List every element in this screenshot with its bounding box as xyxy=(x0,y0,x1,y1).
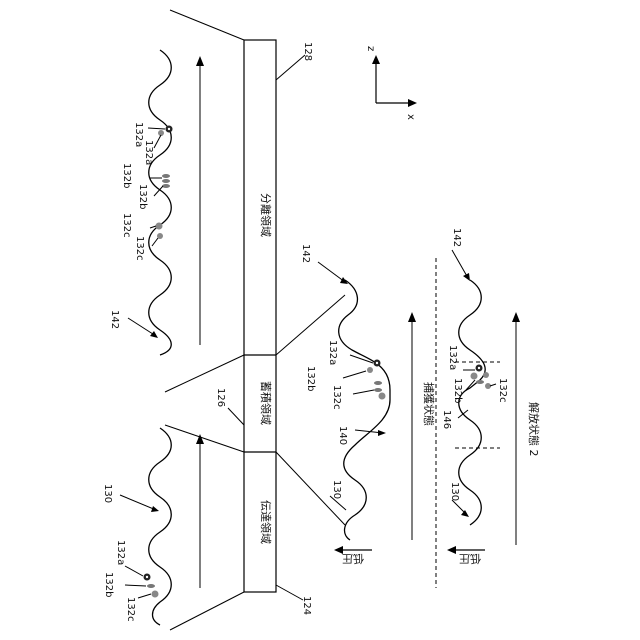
axis-z-label: z xyxy=(365,46,376,51)
label-130-right: 130 xyxy=(449,482,460,501)
label-128: 128 xyxy=(302,42,313,61)
flow-arrow-release xyxy=(512,312,520,545)
label-132a-mid: 132a xyxy=(327,340,338,365)
label-132a-right: 132a xyxy=(447,345,458,370)
label-132c-top: 132c xyxy=(121,213,132,238)
label-132c-right: 132c xyxy=(497,378,508,403)
label-132c-left: 132c xyxy=(125,597,136,622)
axis-x-label: x xyxy=(405,114,416,120)
label-132c-top2: 132c xyxy=(134,236,145,261)
particle-132c-mid xyxy=(379,393,386,400)
label-142-top: 142 xyxy=(109,310,120,329)
wave-separation xyxy=(149,50,172,355)
particle-132c xyxy=(156,223,163,230)
pressure-label-right: 低圧 xyxy=(459,552,481,565)
particle-132c-left xyxy=(152,591,159,598)
particle-132b-right xyxy=(476,380,484,384)
accumulation-region-label: 蓄積領域 xyxy=(259,381,273,425)
wave-capture xyxy=(339,280,390,540)
particle-132b xyxy=(162,174,170,178)
label-132a-top2: 132a xyxy=(143,140,154,165)
flow-arrow-separation xyxy=(196,56,204,345)
label-132b-top: 132b xyxy=(121,163,132,188)
flow-arrow-transport xyxy=(196,434,204,588)
label-124: 124 xyxy=(301,596,312,615)
label-132b-top2: 132b xyxy=(137,184,148,209)
transport-region-label: 伝達領域 xyxy=(259,500,273,544)
label-126: 126 xyxy=(215,388,226,407)
projection-lines xyxy=(165,10,345,630)
label-140: 140 xyxy=(337,426,348,445)
label-146: 146 xyxy=(441,410,452,429)
label-132a-top: 132a xyxy=(133,122,144,147)
release-state-label: 解放状態 2 xyxy=(527,402,541,457)
label-142-right: 142 xyxy=(451,228,462,247)
particle-132b-left xyxy=(147,584,155,588)
label-132b-right: 132b xyxy=(452,378,463,403)
capture-state-label: 捕獲状態 xyxy=(422,382,436,426)
label-132a-left: 132a xyxy=(115,540,126,565)
label-132b-mid: 132b xyxy=(305,366,316,391)
flow-arrow-capture xyxy=(408,312,416,540)
label-132c-mid: 132c xyxy=(331,385,342,410)
axis-indicator xyxy=(372,55,417,107)
label-142-mid: 142 xyxy=(300,244,311,263)
label-130-mid: 130 xyxy=(331,480,342,499)
separation-region-label: 分離領域 xyxy=(259,193,273,237)
label-132b-left: 132b xyxy=(103,572,114,597)
particle-132b-mid xyxy=(374,381,382,385)
label-130-left: 130 xyxy=(102,484,113,503)
pressure-label-mid: 低圧 xyxy=(342,552,364,565)
